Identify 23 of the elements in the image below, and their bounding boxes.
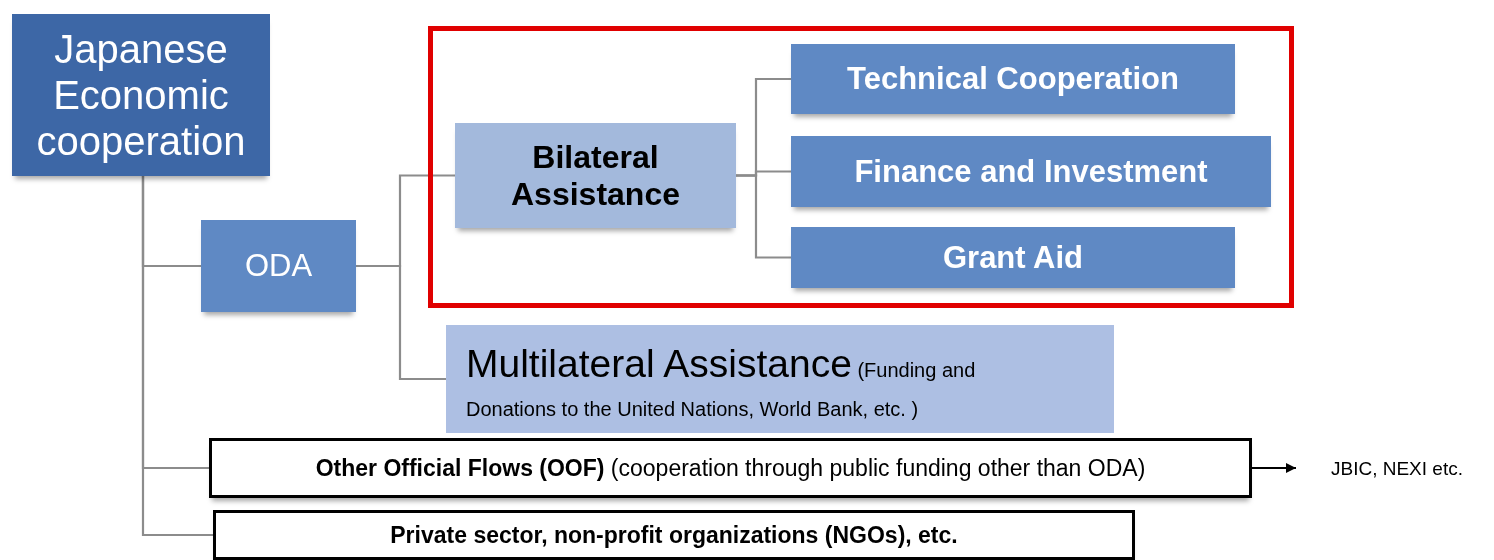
note-text: JBIC, NEXI etc. <box>1331 458 1463 480</box>
box-label: Private sector, non-profit organizations (NGOs), etc. <box>390 521 958 549</box>
box-label: Technical Cooperation <box>847 61 1179 97</box>
highlight-frame <box>428 26 1294 308</box>
arrow <box>1252 463 1296 473</box>
box-label: Other Official Flows (OOF) (cooperation through public funding other than ODA) <box>315 454 1146 482</box>
type-box <box>791 136 1271 207</box>
box-label: Grant Aid <box>942 239 1084 276</box>
category-box <box>446 325 1114 433</box>
box-label: Bilateral Assistance <box>510 138 681 213</box>
connector-line <box>141 176 213 537</box>
category-box <box>213 510 1135 560</box>
type-box <box>791 227 1235 288</box>
box-label: ODA <box>244 248 313 284</box>
category-box <box>209 438 1252 498</box>
box-label: Finance and Investment <box>854 153 1208 190</box>
root-box <box>12 14 270 176</box>
type-box <box>791 44 1235 114</box>
connector-line <box>736 174 791 259</box>
category-box <box>201 220 356 312</box>
category-box <box>455 123 736 228</box>
box-label: Multilateral Assistance(Funding and Donations to the United Nations, World Bank, etc. ) <box>466 341 977 422</box>
box-label: Japanese Economic cooperation <box>35 26 247 164</box>
